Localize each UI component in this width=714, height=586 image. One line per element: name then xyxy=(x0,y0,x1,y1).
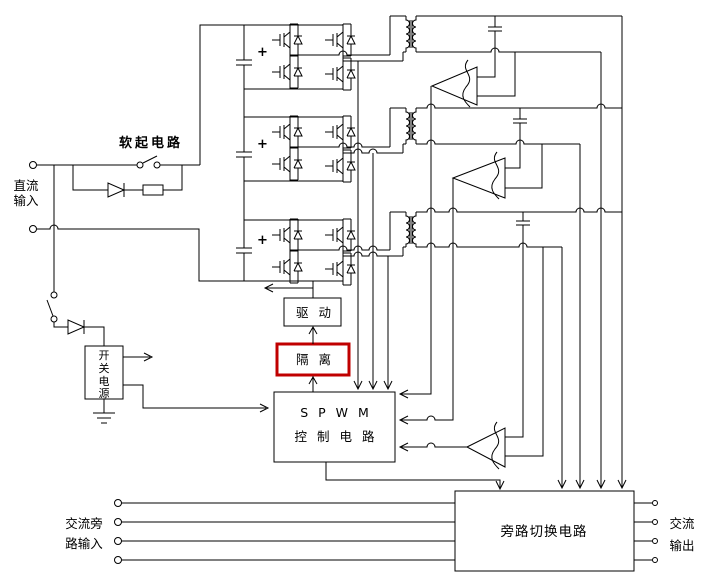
dc-terminal-positive xyxy=(29,161,37,169)
psu-char-3: 电 xyxy=(99,375,110,388)
ac-output-terminal-1 xyxy=(652,500,658,506)
ac-output-wiring xyxy=(416,15,627,490)
psu-switch-contact-bottom xyxy=(50,315,58,323)
wire-dc-positive xyxy=(37,155,200,191)
transformer-3 xyxy=(405,212,417,247)
bridge-rails xyxy=(244,88,343,221)
switching-power-supply: 开 关 电 源 xyxy=(84,345,270,424)
ac-bypass-label-line2: 路输入 xyxy=(65,536,103,551)
ac-output-terminal-2 xyxy=(652,519,658,525)
bypass-feed-verticals xyxy=(557,16,627,490)
dc-bus: + + + xyxy=(199,24,343,281)
igbt xyxy=(324,115,356,149)
ac-bypass-terminal-1 xyxy=(114,499,122,507)
ac-bypass-terminal-3 xyxy=(114,537,122,545)
bus-positive xyxy=(199,24,343,165)
igbt xyxy=(271,250,303,284)
spwm-label-line2: 控 制 电 路 xyxy=(295,429,378,444)
dc-input-label-line1: 直流 xyxy=(13,178,39,193)
output-transformers xyxy=(405,16,417,247)
bus-capacitors xyxy=(236,25,252,281)
isolation-box xyxy=(275,342,351,377)
spwm-label-line1: S P W M xyxy=(300,405,372,420)
igbt xyxy=(324,218,356,252)
spwm-output-to-bypass xyxy=(325,462,505,491)
transformer-2 xyxy=(405,108,417,144)
wire-dc-negative xyxy=(37,165,343,346)
ac-output-terminal-3 xyxy=(652,538,658,544)
soft-start-switch-contact-right xyxy=(153,161,161,169)
igbt xyxy=(271,147,303,181)
igbt xyxy=(324,23,356,57)
bypass-label: 旁路切换电路 xyxy=(501,523,588,540)
ac-bypass-label-line1: 交流旁 xyxy=(65,516,103,531)
soft-start-resistor xyxy=(142,184,164,196)
ac-bypass-input-lines xyxy=(121,502,455,561)
igbt-bridges xyxy=(271,15,406,286)
ac-output-label-line2: 输出 xyxy=(669,538,694,553)
spwm-right-inputs xyxy=(398,86,467,452)
igbt xyxy=(324,252,356,286)
igbt xyxy=(271,23,303,57)
ac-output-lines xyxy=(634,502,652,561)
sensor-3 xyxy=(465,421,506,470)
bypass-section: 旁路切换电路 交流旁 路输入 交流 输出 xyxy=(65,490,695,572)
isolation-label: 隔 离 xyxy=(296,352,334,367)
soft-start-switch-contact-left xyxy=(136,161,144,169)
psu-char-1: 开 xyxy=(99,349,110,362)
ac-bypass-terminal-4 xyxy=(114,556,122,564)
control-chain: 驱 动 隔 离 S P W M 控 制 电 路 xyxy=(263,61,505,491)
igbt xyxy=(271,55,303,89)
dc-input-label-line2: 输入 xyxy=(13,193,39,208)
psu-char-4: 源 xyxy=(99,386,110,400)
psu-to-spwm xyxy=(123,384,270,413)
igbt xyxy=(324,57,356,91)
ac-output-terminal-4 xyxy=(652,557,658,563)
igbt xyxy=(324,149,356,183)
spwm-top-feedback xyxy=(353,61,393,391)
psu-char-2: 关 xyxy=(99,361,110,375)
sensor-1 xyxy=(430,59,478,108)
sensor-2 xyxy=(451,151,506,200)
ac-bypass-terminal-2 xyxy=(114,518,122,526)
psu-aux-output xyxy=(123,352,154,362)
ground-symbol xyxy=(93,399,115,424)
spwm-box xyxy=(273,391,396,463)
dc-input-section: 直流 输入 软起电路 xyxy=(13,135,343,346)
drive-label: 驱 动 xyxy=(296,305,334,320)
dc-terminal-negative xyxy=(29,225,37,233)
cap1-plus: + xyxy=(257,45,268,60)
psu-switch-contact-top xyxy=(50,291,58,299)
ac-output-label-line1: 交流 xyxy=(669,516,695,531)
igbt xyxy=(271,115,303,149)
filter-cap-sensor-links xyxy=(477,16,544,457)
cap3-plus: + xyxy=(257,233,268,248)
cap2-plus: + xyxy=(257,137,268,152)
soft-start-diode xyxy=(107,182,126,198)
soft-start-label: 软起电路 xyxy=(119,135,183,151)
psu-diode xyxy=(67,319,86,335)
bypass-box xyxy=(454,490,635,572)
drive-links xyxy=(263,281,318,392)
igbt xyxy=(271,218,303,252)
transformer-1 xyxy=(405,16,417,52)
secondary-wires xyxy=(416,15,622,248)
